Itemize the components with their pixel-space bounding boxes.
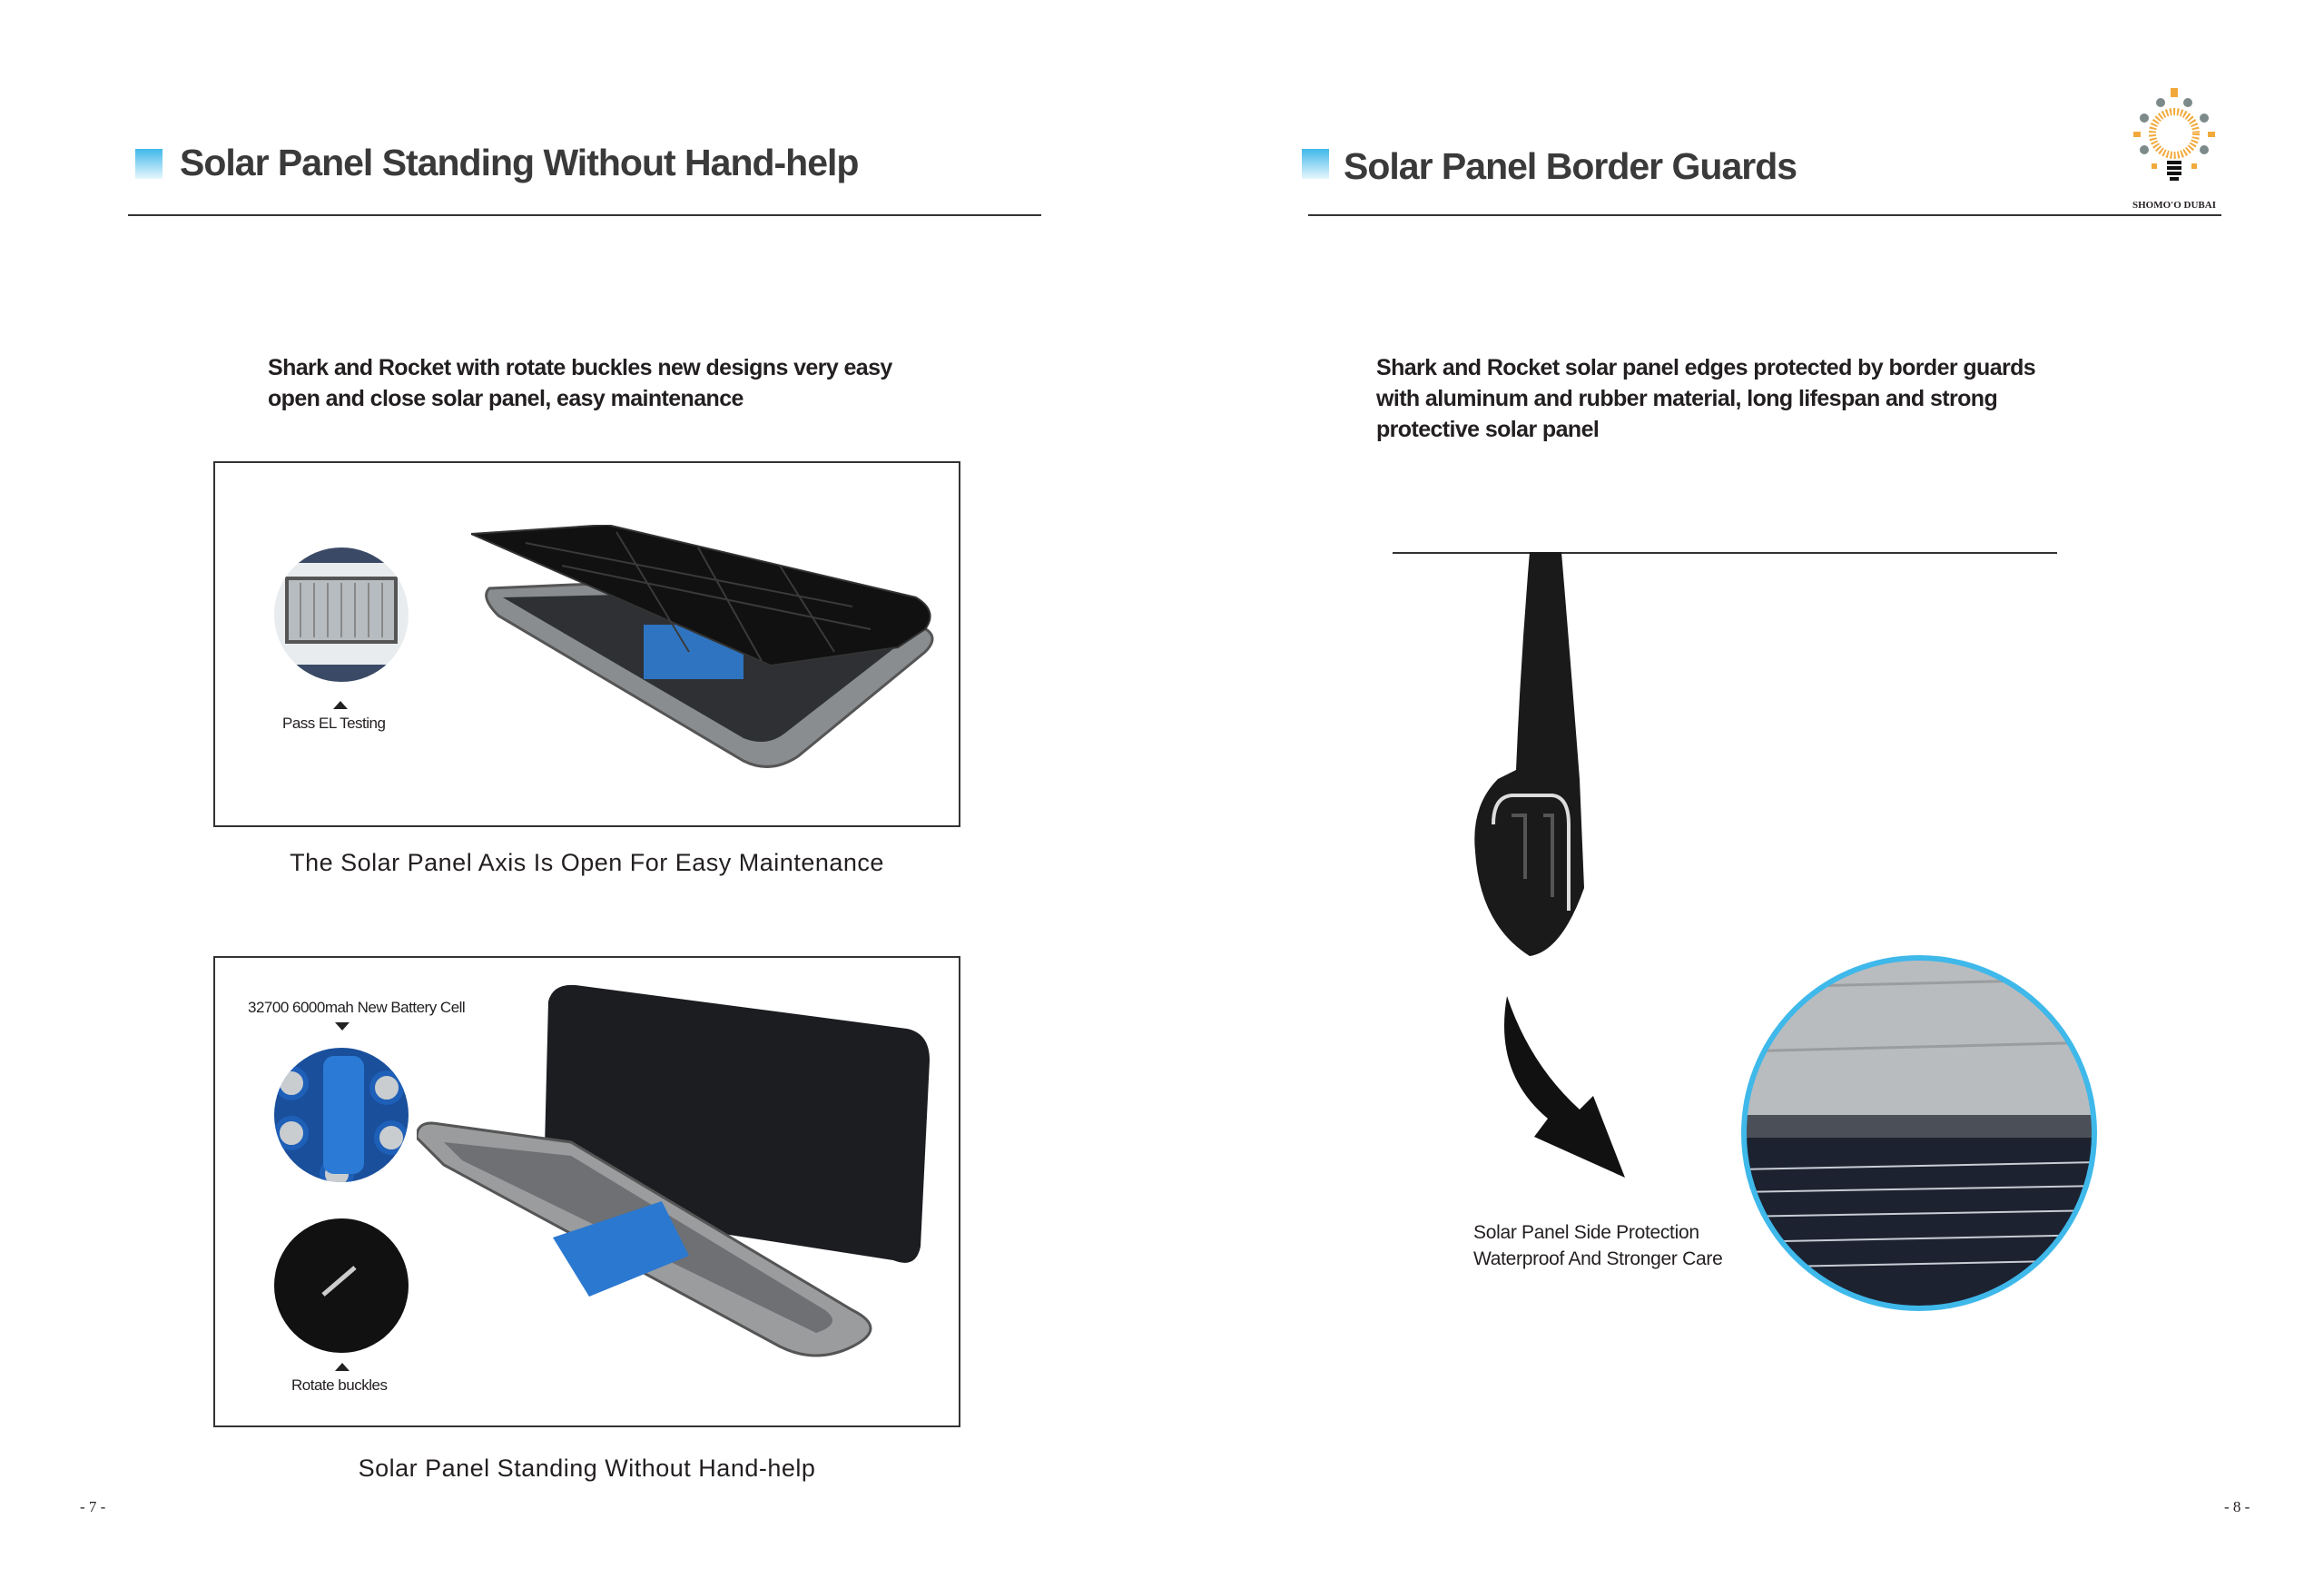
left-description: Shark and Rocket with rotate buckles new… bbox=[268, 355, 892, 411]
page-title-left: Solar Panel Standing Without Hand-help bbox=[180, 142, 859, 183]
figure2-caption: Solar Panel Standing Without Hand-help bbox=[358, 1455, 816, 1482]
rotate-buckle-image bbox=[274, 1218, 409, 1353]
divider bbox=[128, 214, 1041, 216]
panel-edge-closeup-image bbox=[1741, 955, 2097, 1311]
figure-standing: 32700 6000mah New Battery Cell Rotate bu… bbox=[213, 956, 960, 1427]
triangle-up-icon bbox=[335, 1363, 350, 1371]
battery-cell-image bbox=[274, 1048, 409, 1182]
curved-arrow-icon bbox=[1504, 996, 1625, 1178]
triangle-down-icon bbox=[335, 1022, 350, 1031]
logo-text: SHOMO'O DUBAI bbox=[2132, 200, 2216, 211]
lightbulb-logo-icon bbox=[2133, 88, 2215, 181]
heading-marker bbox=[135, 149, 162, 179]
right-description: Shark and Rocket solar panel edges prote… bbox=[1376, 355, 2036, 442]
company-logo: SHOMO'O DUBAI bbox=[2124, 86, 2224, 213]
page-number-right: - 8 - bbox=[2224, 1498, 2250, 1515]
caption-line-1: Solar Panel Side Protection bbox=[1473, 1222, 1699, 1243]
figure-axis-open: Pass EL Testing bbox=[213, 461, 960, 827]
page-title-right: Solar Panel Border Guards bbox=[1344, 145, 1797, 187]
solar-light-standing-image bbox=[417, 984, 930, 1357]
divider bbox=[1393, 552, 2057, 554]
rotate-buckles-label: Rotate buckles bbox=[291, 1376, 388, 1394]
solar-light-open-image bbox=[471, 525, 934, 768]
el-testing-image bbox=[274, 547, 409, 682]
figure1-caption: The Solar Panel Axis Is Open For Easy Ma… bbox=[290, 849, 884, 876]
side-protection-caption: Solar Panel Side Protection Waterproof A… bbox=[1473, 1219, 1723, 1272]
battery-label: 32700 6000mah New Battery Cell bbox=[248, 999, 466, 1016]
divider bbox=[1308, 214, 2221, 216]
caption-line-2: Waterproof And Stronger Care bbox=[1473, 1248, 1723, 1269]
triangle-up-icon bbox=[333, 701, 348, 709]
rubber-border-guard-image bbox=[1474, 552, 1584, 956]
el-testing-label: Pass EL Testing bbox=[282, 715, 386, 732]
page-number-left: - 7 - bbox=[80, 1498, 106, 1515]
heading-marker bbox=[1302, 149, 1329, 179]
